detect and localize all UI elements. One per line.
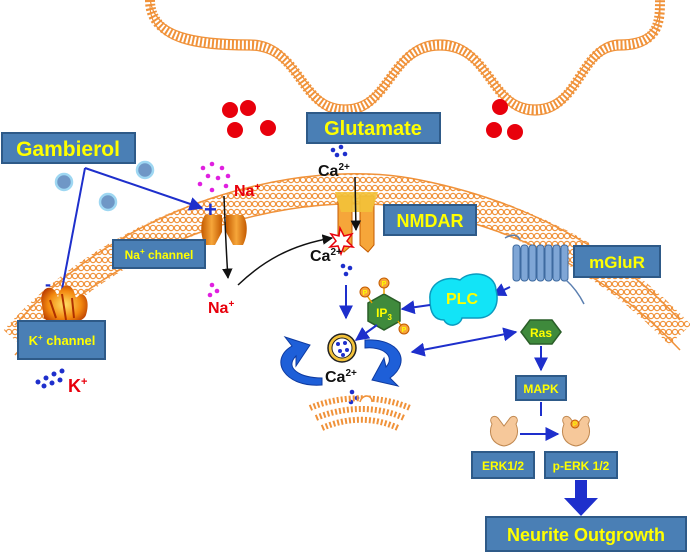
gambierol-molecule	[135, 160, 155, 180]
gambierol-box: Gambierol	[1, 132, 136, 164]
nmdar-box: NMDAR	[383, 204, 477, 236]
na-ion-label-bottom: Na+	[208, 299, 234, 317]
ras-protein: Ras	[520, 319, 562, 345]
mglur-receptor	[504, 234, 585, 305]
k-ion-label: K+	[68, 376, 87, 396]
ca-label-mid: Ca2+	[310, 247, 342, 265]
vesicle	[486, 122, 502, 138]
ip3-molecule: IP3 P P P	[359, 277, 410, 335]
minus-sign: -	[45, 274, 51, 294]
ca-label-top: Ca2+	[318, 162, 350, 180]
perk-box: p-ERK 1/2	[544, 451, 618, 479]
erk-label: ERK1/2	[482, 459, 524, 473]
gambierol-molecule	[54, 172, 74, 192]
na-channel	[201, 215, 247, 245]
erk-protein-icon	[490, 415, 518, 447]
calcium-store	[327, 333, 357, 363]
glutamate-vesicles	[222, 99, 523, 140]
na-channel-label: Na+ channel	[125, 247, 194, 262]
phosphate-label: P	[402, 327, 407, 334]
neurite-box: Neurite Outgrowth	[485, 516, 687, 552]
glutamate-label: Glutamate	[324, 118, 422, 140]
k-channel	[41, 285, 88, 324]
na-channel-box: Na+ channel	[112, 239, 206, 269]
na-influx-arrow	[222, 195, 233, 280]
mglur-box: mGluR	[573, 245, 661, 278]
na-ion-label-top: Na+	[234, 182, 260, 200]
erk-box: ERK1/2	[471, 451, 535, 479]
perk-protein-icon: P	[562, 415, 590, 447]
depolarization-arrow	[237, 234, 334, 286]
vesicle	[260, 120, 276, 136]
vesicle	[227, 122, 243, 138]
mapk-label: MAPK	[523, 382, 559, 396]
plc-label: PLC	[446, 291, 478, 308]
vesicle	[507, 124, 523, 140]
vesicle	[222, 102, 238, 118]
presynaptic-membrane	[145, 0, 665, 116]
perk-label: p-ERK 1/2	[553, 459, 610, 473]
plc-to-ip3-arrow	[400, 300, 431, 315]
k-channel-label: K+ channel	[29, 333, 96, 348]
calcium-to-ras-arrow	[410, 327, 518, 357]
glutamate-box: Glutamate	[306, 112, 441, 144]
neurite-label: Neurite Outgrowth	[507, 525, 665, 545]
ca-label-store: Ca2+	[325, 368, 357, 386]
vesicle	[492, 99, 508, 115]
perk-to-neurite-arrow	[564, 480, 598, 516]
mapk-box: MAPK	[515, 375, 567, 401]
ca-influx-arrow	[350, 176, 362, 232]
ras-label: Ras	[530, 326, 552, 340]
gambierol-label: Gambierol	[16, 138, 120, 161]
calcium-cycle-arrow-right	[364, 339, 402, 387]
phosphate-label: P	[363, 290, 368, 297]
k-channel-box: K+ channel	[17, 320, 106, 360]
gambierol-molecule	[98, 192, 118, 212]
nmdar-label: NMDAR	[397, 211, 464, 231]
endoplasmic-reticulum	[308, 395, 412, 431]
calcium-cycle-arrow-left	[280, 336, 323, 386]
mglur-label: mGluR	[589, 253, 645, 272]
gambierol-molecules	[54, 160, 155, 212]
na-ion-dots-top	[197, 161, 231, 193]
phosphate-label: P	[382, 281, 387, 288]
phosphate-label: P	[573, 422, 577, 428]
ca-dots-top	[330, 144, 348, 158]
ip3-label: IP3	[376, 306, 392, 322]
ca-dots-mid	[340, 263, 353, 277]
na-ion-dots-bottom	[207, 282, 220, 298]
plc-enzyme: PLC	[429, 273, 498, 326]
activation-star	[327, 225, 356, 257]
vesicle	[240, 100, 256, 116]
k-ion-dots	[35, 368, 65, 389]
ip3-to-store-arrow	[354, 324, 378, 341]
